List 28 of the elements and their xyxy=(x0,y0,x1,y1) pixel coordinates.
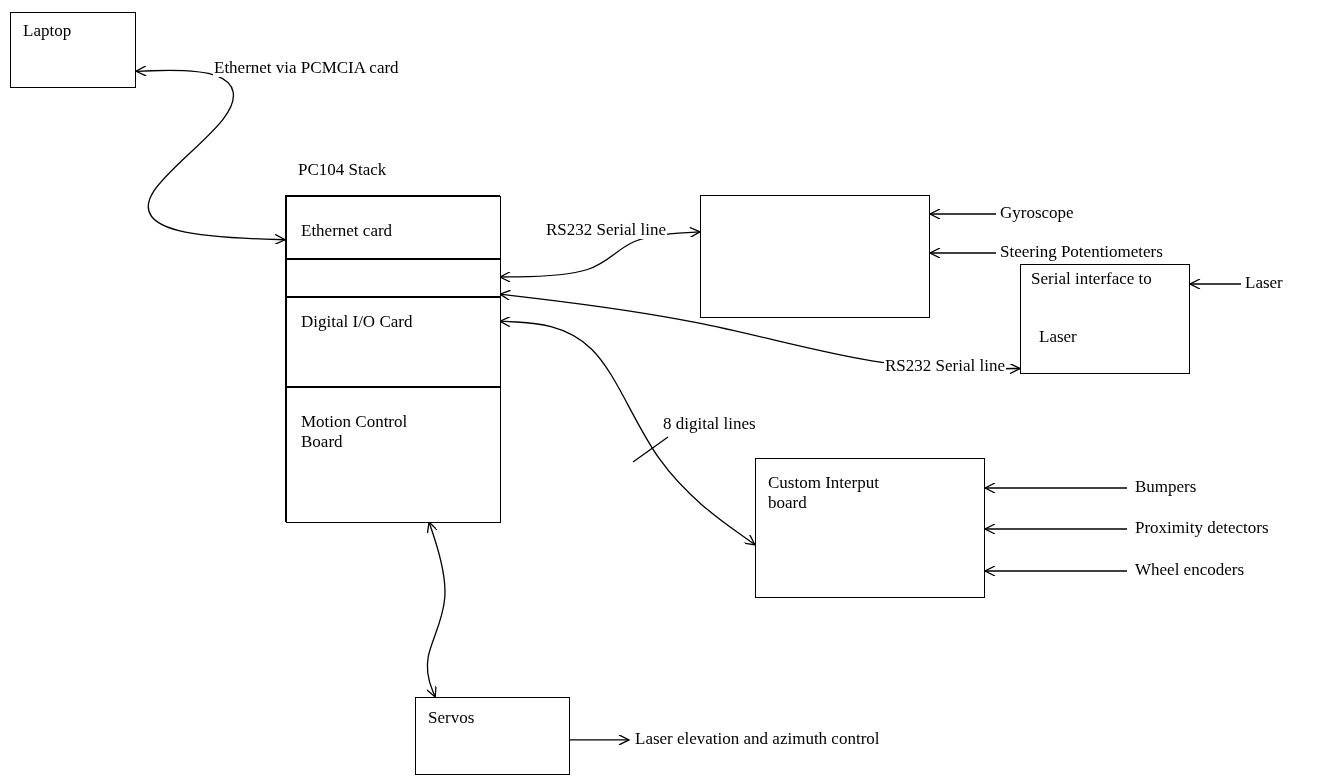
component-box xyxy=(286,196,501,259)
signal-label: Steering Potentiometers xyxy=(1000,242,1163,262)
box-label: Laser xyxy=(1039,327,1077,347)
component-box xyxy=(755,458,985,598)
box-label: Serial interface to xyxy=(1031,269,1152,289)
component-box xyxy=(1020,264,1190,374)
signal-label: Bumpers xyxy=(1135,477,1197,497)
box-label: Servos xyxy=(428,708,475,728)
component-box xyxy=(10,12,136,88)
component-box xyxy=(415,697,570,775)
box-label: Laptop xyxy=(23,21,72,41)
edge-label: RS232 Serial line xyxy=(545,221,667,239)
box-label: PC104 Stack xyxy=(298,160,387,180)
box-label: Ethernet card xyxy=(301,221,393,241)
signal-label: Wheel encoders xyxy=(1135,560,1245,580)
box-label: Motion Control Board xyxy=(301,412,409,452)
empty-box xyxy=(700,195,930,318)
edge-label: 8 digital lines xyxy=(662,415,757,433)
signal-label: Gyroscope xyxy=(1000,203,1074,223)
box-label: Custom Interput board xyxy=(768,473,880,513)
signal-label: Proximity detectors xyxy=(1135,518,1269,538)
component-box xyxy=(286,387,501,523)
component-box xyxy=(286,297,501,387)
signal-label: Laser elevation and azimuth control xyxy=(635,729,880,749)
box-label: Digital I/O Card xyxy=(301,312,413,332)
empty-box xyxy=(286,259,501,297)
signal-label: Laser xyxy=(1245,273,1283,293)
edge-label: Ethernet via PCMCIA card xyxy=(213,59,400,77)
